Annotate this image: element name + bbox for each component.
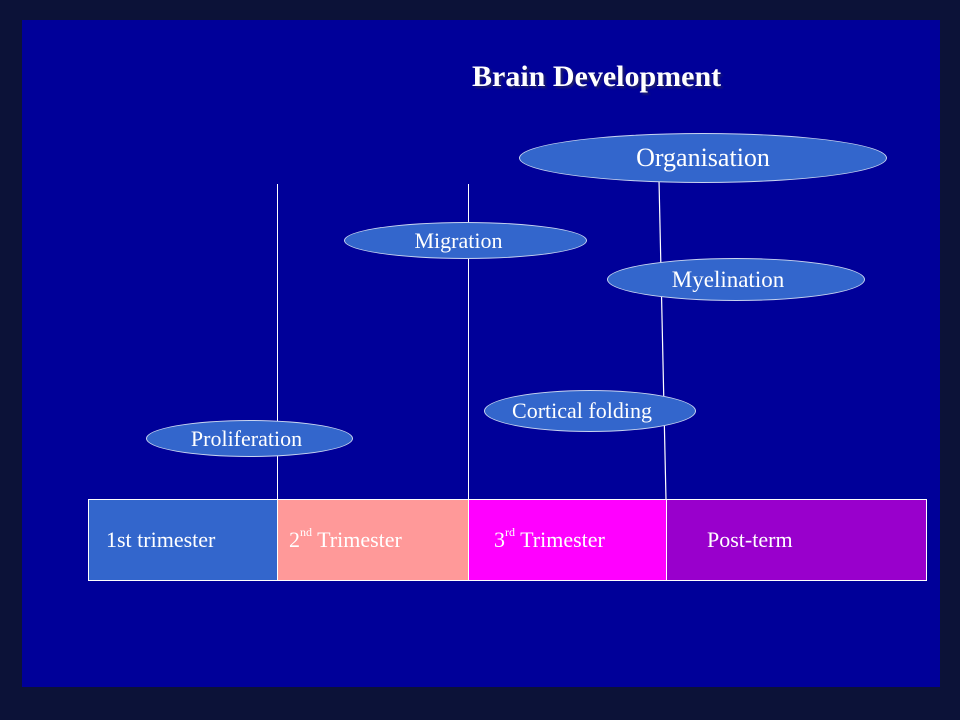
segment-first-trimester: 1st trimester [89,500,278,580]
second-trimester-suffix: nd [300,525,312,539]
third-trimester-label: 3rd Trimester [494,525,605,553]
cortical-folding-label: Cortical folding [512,398,652,423]
segment-post-term: Post-term [667,500,926,580]
organisation-ellipse: Organisation [519,133,887,183]
second-trimester-text: Trimester [312,527,402,552]
third-trimester-text: Trimester [515,527,605,552]
myelination-label: Myelination [671,266,785,292]
first-trimester-label: 1st trimester [106,527,216,552]
boundary-line-2 [468,184,469,500]
proliferation-ellipse: Proliferation [146,420,353,457]
second-trimester-label: 2nd Trimester [289,525,402,553]
post-term-label: Post-term [707,527,793,552]
slide [22,20,940,687]
boundary-line-3 [658,180,667,501]
third-trimester-ordinal: 3 [494,527,505,552]
timeline-bar: 1st trimester 2nd Trimester 3rd Trimeste… [88,499,927,581]
slide-title: Brain Development [472,60,722,93]
cortical-folding-ellipse: Cortical folding [484,390,696,432]
proliferation-label: Proliferation [190,425,303,451]
third-trimester-suffix: rd [505,525,515,539]
migration-ellipse: Migration [344,222,587,259]
segment-second-trimester: 2nd Trimester [278,500,469,580]
migration-label: Migration [414,227,503,253]
second-trimester-ordinal: 2 [289,527,300,552]
boundary-line-1 [277,184,278,500]
organisation-label: Organisation [636,143,770,172]
segment-third-trimester: 3rd Trimester [469,500,667,580]
myelination-ellipse: Myelination [607,258,865,301]
